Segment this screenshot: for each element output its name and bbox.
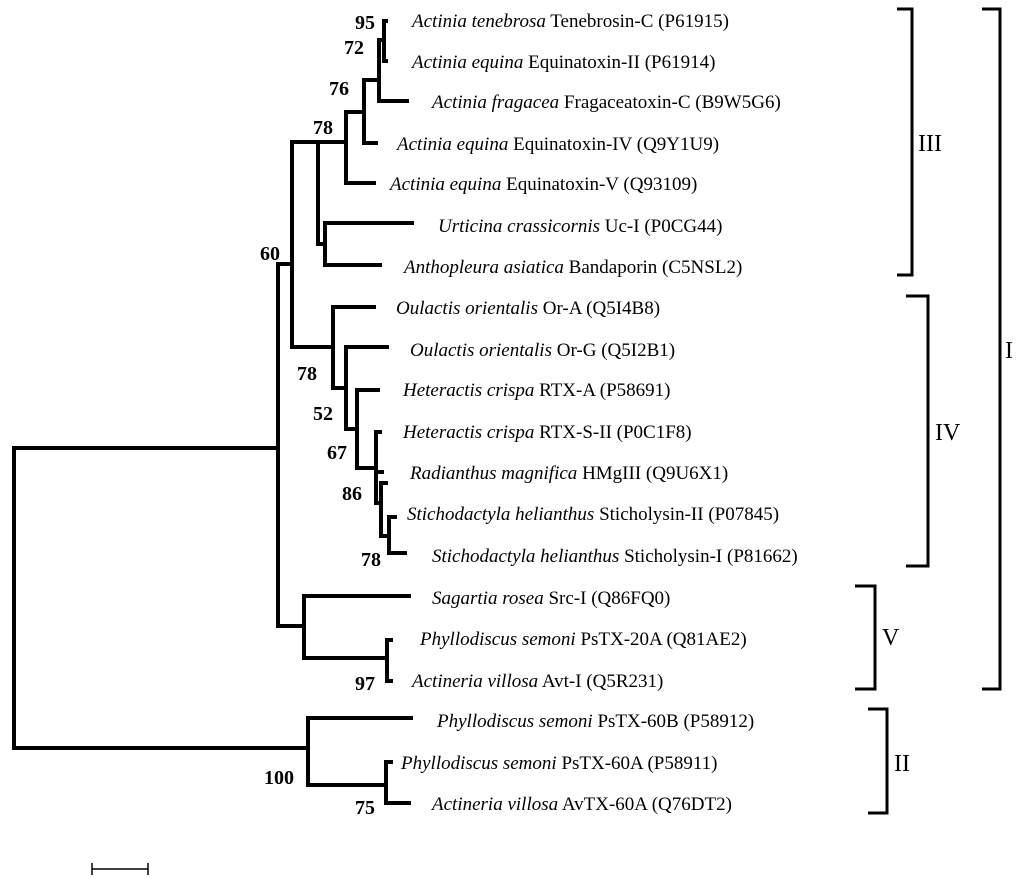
leaf-label: Heteractis crispa RTX-A (P58691) bbox=[402, 380, 671, 401]
clade-bracket-II bbox=[868, 707, 889, 815]
clade-bracket-I bbox=[982, 7, 1002, 691]
bootstrap-value: 78 bbox=[297, 363, 317, 385]
clade-labels: III IV V I II bbox=[882, 131, 1013, 777]
bootstrap-value: 100 bbox=[264, 767, 294, 789]
leaf-label: Actinia equina Equinatoxin-IV (Q9Y1U9) bbox=[395, 134, 719, 155]
clade-label: II bbox=[894, 751, 910, 777]
leaf-label: Radianthus magnifica HMgIII (Q9U6X1) bbox=[409, 463, 728, 484]
leaf-label: Actineria villosa AvTX-60A (Q76DT2) bbox=[430, 794, 732, 815]
leaf-label: Actineria villosa Avt-I (Q5R231) bbox=[410, 671, 663, 692]
leaf-label: Phyllodiscus semoni PsTX-60A (P58911) bbox=[400, 753, 718, 774]
bootstrap-value: 60 bbox=[260, 243, 280, 265]
bootstrap-value: 95 bbox=[355, 12, 375, 34]
clade-bracket-V bbox=[855, 584, 877, 691]
bootstrap-value: 78 bbox=[361, 549, 381, 571]
bootstrap-value: 75 bbox=[355, 797, 375, 819]
leaf-label: Actinia equina Equinatoxin-II (P61914) bbox=[410, 52, 715, 73]
bootstrap-value: 86 bbox=[342, 483, 362, 505]
leaf-label: Actinia tenebrosa Tenebrosin-C (P61915) bbox=[410, 11, 729, 32]
leaf-label: Oulactis orientalis Or-G (Q5I2B1) bbox=[410, 340, 675, 361]
leaf-label: Phyllodiscus semoni PsTX-60B (P58912) bbox=[436, 711, 754, 732]
bootstrap-value: 67 bbox=[327, 442, 347, 464]
leaf-label: Phyllodiscus semoni PsTX-20A (Q81AE2) bbox=[419, 629, 747, 650]
leaf-label: Anthopleura asiatica Bandaporin (C5NSL2) bbox=[402, 257, 742, 278]
clade-label: III bbox=[918, 131, 942, 157]
leaf-label: Actinia equina Equinatoxin-V (Q93109) bbox=[388, 174, 697, 195]
bootstrap-value: 76 bbox=[329, 78, 349, 100]
leaf-label: Heteractis crispa RTX-S-II (P0C1F8) bbox=[402, 422, 692, 443]
leaf-label: Stichodactyla helianthus Sticholysin-II … bbox=[407, 504, 779, 525]
clade-label: I bbox=[1005, 338, 1013, 364]
bootstrap-value: 97 bbox=[355, 673, 375, 695]
scale-bar bbox=[91, 863, 149, 875]
bootstrap-value: 72 bbox=[344, 37, 364, 59]
leaf-label: Oulactis orientalis Or-A (Q5I4B8) bbox=[396, 298, 660, 319]
leaf-label: Sagartia rosea Src-I (Q86FQ0) bbox=[432, 588, 670, 609]
tree-branches bbox=[12, 19, 414, 805]
bootstrap-value: 78 bbox=[313, 117, 333, 139]
clade-label: V bbox=[882, 625, 900, 651]
clade-label: IV bbox=[935, 420, 961, 446]
leaf-label: Actinia fragacea Fragaceatoxin-C (B9W5G6… bbox=[430, 92, 781, 113]
bootstrap-values: 95 72 76 78 60 78 52 67 86 78 97 100 75 bbox=[260, 12, 381, 819]
bootstrap-value: 52 bbox=[313, 403, 333, 425]
leaf-labels: Actinia tenebrosa Tenebrosin-C (P61915) … bbox=[388, 11, 798, 815]
leaf-label: Stichodactyla helianthus Sticholysin-I (… bbox=[432, 546, 798, 567]
clade-bracket-III bbox=[897, 7, 914, 277]
leaf-label: Urticina crassicornis Uc-I (P0CG44) bbox=[438, 216, 722, 237]
clade-brackets bbox=[855, 7, 1002, 815]
clade-bracket-IV bbox=[906, 294, 930, 568]
